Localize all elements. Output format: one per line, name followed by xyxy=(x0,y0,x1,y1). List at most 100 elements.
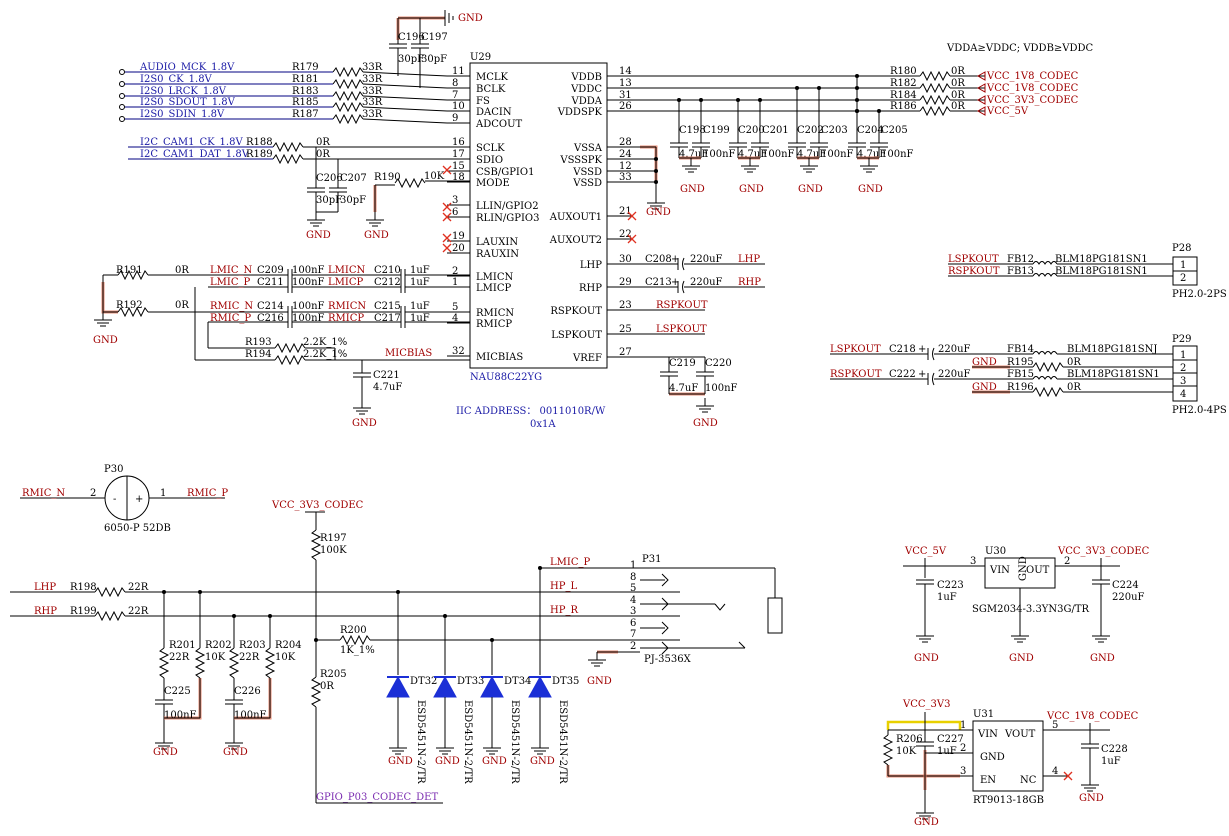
u29-pin-name: LSPKOUT xyxy=(551,330,602,341)
u29-pin-num: 18 xyxy=(452,172,465,183)
hp-l-net: HP_L xyxy=(550,581,577,592)
u29-pin-name: VSSSPK xyxy=(559,155,602,166)
u29-pin-name: RSPKOUT xyxy=(550,306,602,317)
p29-pin2: 2 xyxy=(1180,363,1186,374)
u29-pin-name: ADCOUT xyxy=(475,119,523,130)
i2s-res-label: R187 xyxy=(292,109,319,120)
power-res-value: 0R xyxy=(951,78,965,89)
gnd-esd: GND xyxy=(530,756,555,767)
u29-pin-name: SDIO xyxy=(476,155,503,166)
u29-pin-num: 2 xyxy=(452,266,458,277)
u29-pin-name: FS xyxy=(476,96,490,107)
mic-minus: - xyxy=(113,494,116,505)
u29-pin-num: 17 xyxy=(452,149,465,160)
crystal-caps: GND C196 C197 30pF 30pF xyxy=(388,10,483,88)
jack-pin8: 8 xyxy=(630,572,636,583)
p31-part: PJ-3536X xyxy=(644,654,692,665)
gpio-det-net: GPIO_P03_CODEC_DET xyxy=(316,792,438,803)
c228-label: C228 xyxy=(1101,744,1128,755)
u29-pin-num: 8 xyxy=(452,78,458,89)
power-res-label: R180 xyxy=(890,66,917,77)
esd-ref: DT35 xyxy=(552,676,579,687)
c210-value: 1uF xyxy=(410,265,430,276)
i2c-res-value: 0R xyxy=(316,137,330,148)
u31-pin3: 3 xyxy=(960,766,966,777)
c219-label: C219 xyxy=(669,358,696,369)
u29-pin-num: 31 xyxy=(619,90,632,101)
power-res-label: R182 xyxy=(890,78,917,89)
gnd-esd: GND xyxy=(388,756,413,767)
lmicp-label: LMICP xyxy=(328,277,363,288)
power-res-value: 0R xyxy=(951,90,965,101)
u29-ref: U29 xyxy=(470,52,491,63)
c206-value: 30pF xyxy=(316,195,342,206)
fb15-label: FB15 xyxy=(1007,369,1034,380)
u29-pin-num: 22 xyxy=(619,229,632,240)
p28-pin1: 1 xyxy=(1180,260,1186,271)
filter-cap-label: C226 xyxy=(234,686,261,697)
u30-vcc3v3: VCC_3V3_CODEC xyxy=(1057,546,1150,557)
i2s-res-label: R185 xyxy=(292,97,319,108)
r198-value: 22R xyxy=(128,582,149,593)
p29-label: P29 xyxy=(1172,334,1191,345)
u29-pin-name: VREF xyxy=(572,353,602,364)
u29-pin-name: VDDB xyxy=(570,72,602,83)
decap-value: 100nF xyxy=(821,149,854,160)
decap-value: 4.7uF xyxy=(679,149,708,160)
svg-text:+: + xyxy=(918,369,926,380)
u29-pin-num: 11 xyxy=(452,66,465,77)
u29-pin-num: 20 xyxy=(452,243,465,254)
jack-pin2: 2 xyxy=(630,641,636,652)
jack-pin1: 1 xyxy=(630,560,636,571)
r190-value: 10K xyxy=(424,171,445,182)
micbias-net: MICBIAS xyxy=(385,348,432,359)
c206-label: C206 xyxy=(316,173,343,184)
c223-label: C223 xyxy=(937,580,964,591)
rhp-net: RHP xyxy=(738,277,761,288)
i2s-net-label: I2S0_SDIN_1.8V xyxy=(140,109,225,120)
esd-part: ESD5451N-2/TR xyxy=(557,700,568,784)
u29-pin-num: 28 xyxy=(619,137,632,148)
u29-pin-name: VDDSPK xyxy=(557,107,603,118)
fb13-label: FB13 xyxy=(1007,266,1034,277)
u30-vin: VIN xyxy=(989,565,1010,576)
gnd-c223: GND xyxy=(914,653,939,664)
c224-value: 220uF xyxy=(1112,592,1145,603)
p31-label: P31 xyxy=(642,554,661,565)
u29-left-pins: MCLK11BCLK8FS7DACIN10ADCOUT9SCLK16SDIO17… xyxy=(447,66,539,363)
c216-label: C216 xyxy=(257,313,284,324)
u31-vin: VIN xyxy=(977,729,998,740)
u29-pin-num: 24 xyxy=(619,149,632,160)
u30-label: U30 xyxy=(985,546,1006,557)
filter-res-value: 22R xyxy=(169,652,190,663)
filter-res-value: 22R xyxy=(239,652,260,663)
r206-value: 10K xyxy=(896,746,917,757)
esd-part: ESD5451N-2/TR xyxy=(462,700,473,784)
gnd-label-top: GND xyxy=(458,13,483,24)
u31-ldo: U31 VIN VOUT GND EN NC RT9013-18GB VCC_3… xyxy=(883,699,1139,828)
i2c-net-label: I2C_CAM1_DAT_1.8V xyxy=(140,149,250,160)
i2c-res-label: R188 xyxy=(246,137,273,148)
fb15-part: BLM18PG181SN1 xyxy=(1067,369,1160,380)
gnd-p29-a: GND xyxy=(972,357,997,368)
p29-pin3: 3 xyxy=(1180,376,1186,387)
lmicn-label: LMICN xyxy=(328,265,365,276)
u31-pin4: 4 xyxy=(1052,766,1058,777)
r205-value: 0R xyxy=(320,681,334,692)
u31-vcc3v3: VCC_3V3 xyxy=(902,699,950,710)
c207-label: C207 xyxy=(340,173,367,184)
u29-pin-num: 12 xyxy=(619,161,632,172)
i2s-res-label: R181 xyxy=(292,74,319,85)
u31-pin2: 2 xyxy=(960,743,966,754)
i2s-res-value: 33R xyxy=(362,62,383,73)
p30-microphone: - + P30 6050-P 52DB RMIC_N 2 1 RMIC_P xyxy=(20,464,228,534)
r199-value: 22R xyxy=(128,606,149,617)
p29-pin1: 1 xyxy=(1180,350,1186,361)
decap-value: 4.7uF xyxy=(738,149,767,160)
p28-lspkout: LSPKOUT xyxy=(948,254,999,265)
p29-connector: P29 1 2 3 4 PH2.0-4PS LSPKOUT RSPKOUT C2… xyxy=(830,334,1227,416)
gnd-decap: GND xyxy=(739,184,764,195)
u29-pin-num: 33 xyxy=(619,172,632,183)
filter-cap-label: C225 xyxy=(164,686,191,697)
gnd-jack: GND xyxy=(587,676,612,687)
